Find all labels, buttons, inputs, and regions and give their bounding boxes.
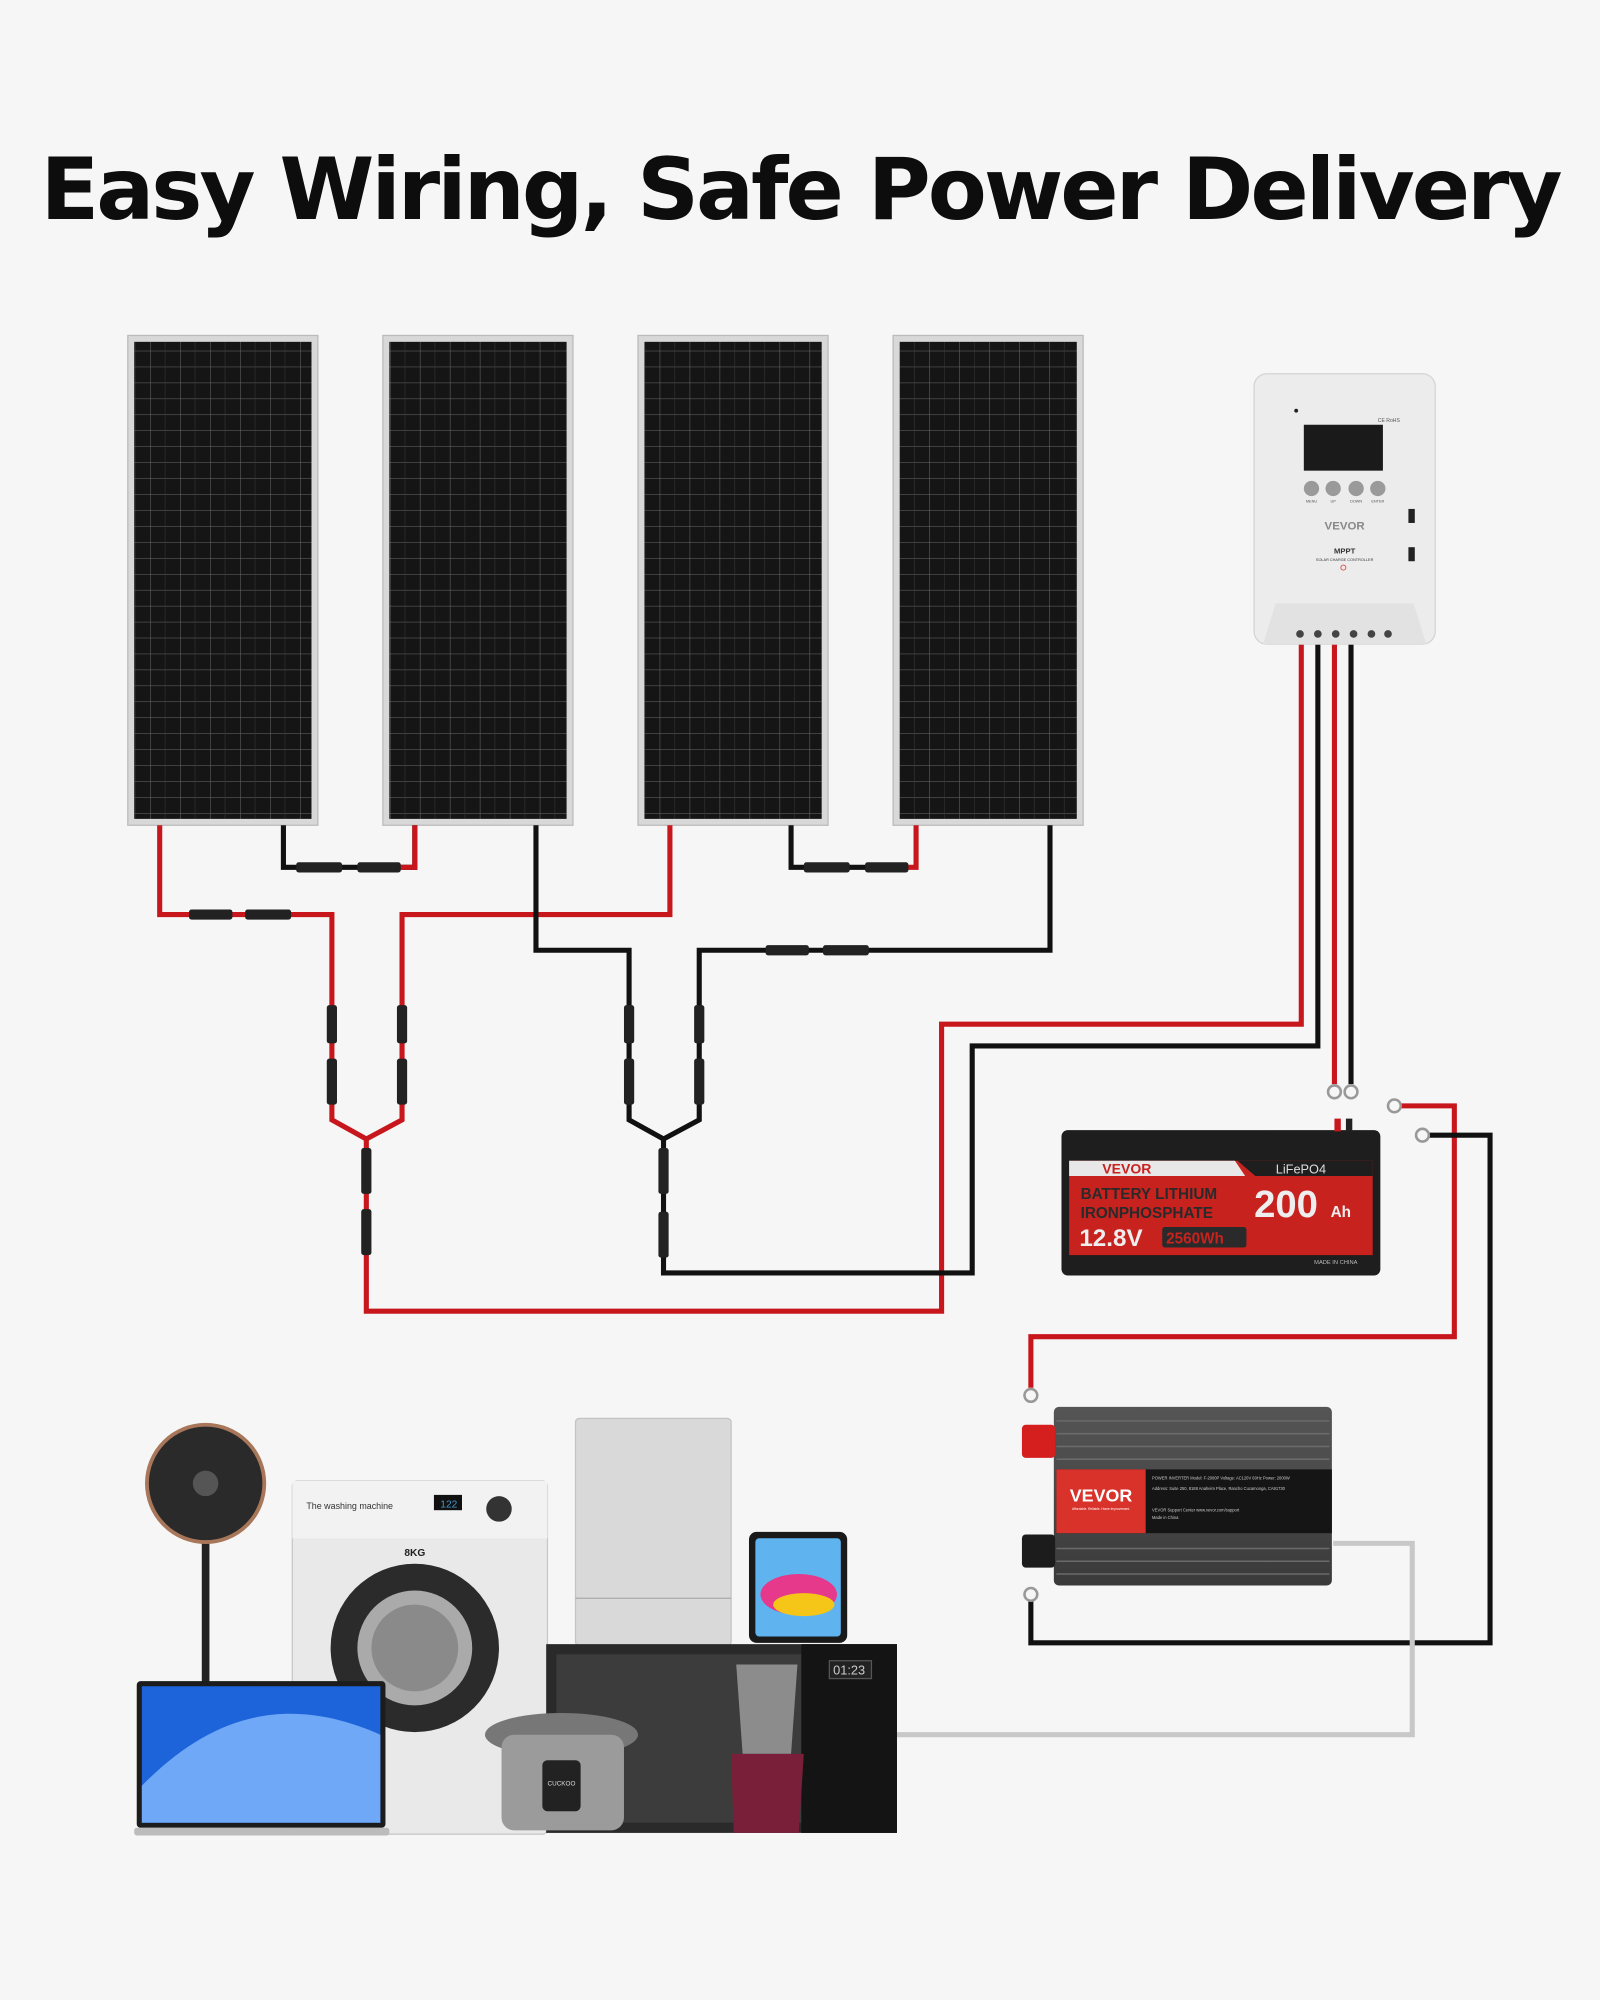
mc4-connectors: [189, 862, 909, 1258]
inverter-label-line: POWER INVERTER Model: F-2000P Voltage: A…: [1152, 1476, 1290, 1481]
washer-label: The washing machine: [306, 1501, 393, 1511]
controller-display: [1303, 424, 1383, 471]
series-wire-3-4-red: [867, 825, 919, 870]
battery-chemistry: LiFePO4: [1276, 1161, 1326, 1176]
warning-icon: [1340, 564, 1347, 571]
controller-up-button[interactable]: [1325, 480, 1341, 497]
standing-fan: [145, 1422, 267, 1684]
blender: [731, 1664, 804, 1833]
solar-panel-1: [127, 334, 319, 826]
pressure-cooker: CUCKOO: [484, 1713, 639, 1831]
series-wire-1-2-red: [370, 825, 418, 870]
microwave-display: 01:23: [833, 1663, 865, 1678]
battery-capacity-unit: Ah: [1331, 1204, 1351, 1221]
laptop: [134, 1681, 390, 1836]
inverter-label-line: Made in China: [1152, 1515, 1179, 1520]
inverter-positive-wire: [1028, 1103, 1457, 1388]
pv-negative-wire-b: [660, 644, 1321, 1276]
battery-line1: BATTERY LITHIUM: [1081, 1186, 1218, 1203]
controller-type: MPPT: [1334, 547, 1356, 556]
lifepo4-battery: VEVOR LiFePO4 BATTERY LITHIUM IRONPHOSPH…: [1061, 1118, 1381, 1276]
mppt-charge-controller: CE RoHS MENU UP DOWN ENTER VEVOR MPPT SO…: [1253, 373, 1436, 645]
menu-label: MENU: [1306, 500, 1317, 504]
pv-positive-wire-a: [157, 825, 368, 1142]
down-label: DOWN: [1350, 500, 1362, 504]
controller-subtitle: SOLAR CHARGE CONTROLLER: [1316, 558, 1374, 562]
controller-menu-button[interactable]: [1303, 480, 1320, 497]
inverter-tagline: Affordable. Reliable. Home Improvement.: [1072, 1507, 1130, 1511]
battery-line2: IRONPHOSPHATE: [1081, 1205, 1213, 1222]
battery-brand: VEVOR: [1102, 1160, 1151, 1176]
power-inverter: VEVOR Affordable. Reliable. Home Improve…: [1021, 1406, 1332, 1586]
inverter-negative-wire: [1028, 1132, 1493, 1646]
controller-enter-button[interactable]: [1370, 480, 1386, 497]
inverter-negative-terminal: [1021, 1534, 1056, 1568]
enter-label: ENTER: [1371, 500, 1384, 504]
tablet: [748, 1531, 848, 1643]
series-wire-3-4: [788, 825, 868, 870]
series-wire-1-2: [280, 825, 418, 870]
inverter-label-line: Address: Suite 250, 8188 Anaheim Place, …: [1152, 1486, 1286, 1491]
solar-panel-2: [382, 334, 574, 826]
controller-cert: CE RoHS: [1378, 418, 1401, 424]
battery-capacity: 200: [1254, 1183, 1318, 1226]
up-label: UP: [1331, 500, 1337, 504]
controller-down-button[interactable]: [1348, 480, 1364, 497]
washer-display: 122: [440, 1500, 457, 1511]
ring-terminals: [1023, 1084, 1431, 1603]
appliances: The washing machine 122 8KG 01:23: [134, 1417, 897, 1836]
solar-panel-4: [892, 334, 1084, 826]
inverter-label-line: VEVOR Support Center www.vevor.com/suppo…: [1152, 1507, 1240, 1512]
page-title: Easy Wiring, Safe Power Delivery: [40, 140, 1562, 240]
battery-origin: MADE IN CHINA: [1314, 1260, 1357, 1266]
battery-energy: 2560Wh: [1166, 1231, 1224, 1248]
inverter-positive-terminal: [1021, 1424, 1056, 1458]
ac-output-wire: [893, 1540, 1415, 1738]
washer-capacity: 8KG: [404, 1548, 425, 1559]
solar-panel-3: [637, 334, 829, 826]
controller-brand: VEVOR: [1325, 520, 1366, 532]
battery-voltage: 12.8V: [1079, 1225, 1142, 1252]
pv-negative-wire-a: [533, 825, 665, 1142]
usb-port-icon: [1408, 547, 1415, 562]
refrigerator: [574, 1417, 732, 1647]
inverter-brand: VEVOR: [1070, 1485, 1133, 1505]
usb-port-icon: [1408, 508, 1415, 523]
cooker-brand: CUCKOO: [548, 1781, 576, 1788]
